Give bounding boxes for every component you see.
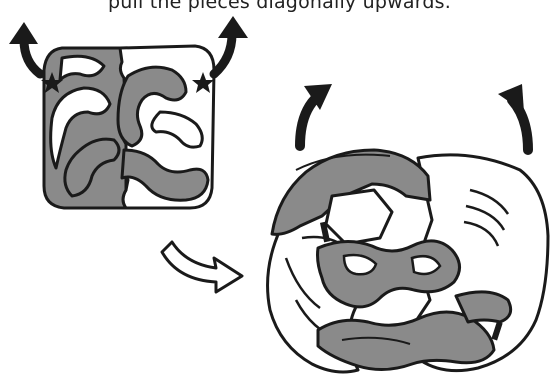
large-cube-window [326,190,392,244]
curved-arrow-up-icon [9,22,40,74]
curved-arrow-up-icon [498,84,528,150]
curved-arrow-right-icon [162,242,242,292]
small-puzzle-cube [41,46,214,208]
large-puzzle-cube-exploded [268,150,548,372]
curved-arrow-up-icon [300,84,332,146]
curved-arrow-up-icon [214,16,248,74]
